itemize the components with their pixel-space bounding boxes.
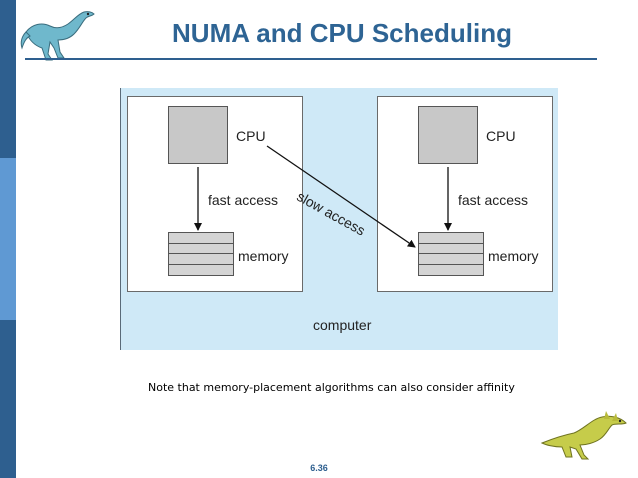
memory-label-left: memory bbox=[238, 248, 289, 264]
slide-note: Note that memory-placement algorithms ca… bbox=[148, 381, 515, 394]
cpu-label-left: CPU bbox=[236, 128, 266, 144]
numa-node-left: CPU fast access memory bbox=[127, 96, 303, 292]
dinosaur-logo-icon bbox=[20, 11, 95, 61]
page-number: 6.36 bbox=[310, 463, 328, 473]
computer-diagram: CPU fast access memory CPU fast access m… bbox=[120, 88, 558, 350]
fast-access-label-right: fast access bbox=[458, 192, 529, 208]
cpu-box-left bbox=[168, 106, 228, 164]
numa-node-right: CPU fast access memory bbox=[377, 96, 553, 292]
side-bar-bottom bbox=[0, 320, 16, 478]
dinosaur-logo-icon bbox=[540, 411, 627, 460]
memory-box-right bbox=[418, 232, 484, 276]
title-divider bbox=[25, 58, 597, 60]
diagram-arrows bbox=[194, 145, 452, 248]
fast-access-label-left: fast access bbox=[208, 192, 279, 208]
slide-title: NUMA and CPU Scheduling bbox=[172, 18, 512, 48]
memory-box-left bbox=[168, 232, 234, 276]
memory-label-right: memory bbox=[488, 248, 539, 264]
cpu-box-right bbox=[418, 106, 478, 164]
side-bar-top bbox=[0, 0, 16, 158]
side-bar-middle bbox=[0, 158, 16, 320]
computer-label: computer bbox=[313, 317, 372, 333]
cpu-label-right: CPU bbox=[486, 128, 516, 144]
slow-access-arrow bbox=[266, 145, 416, 248]
